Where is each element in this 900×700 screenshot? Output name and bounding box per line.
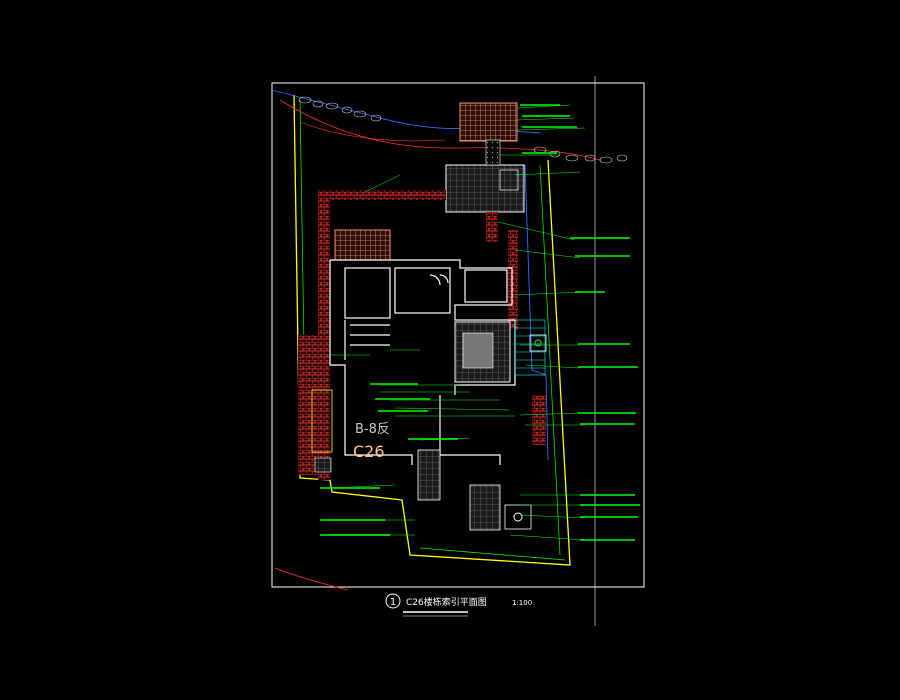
contour-line-top xyxy=(279,99,601,161)
title-number-circle xyxy=(385,593,401,609)
contour-line-top-2 xyxy=(299,121,446,142)
water-line-top xyxy=(271,89,541,134)
paving-lower-left xyxy=(417,449,441,501)
site-boundary xyxy=(293,94,571,566)
pergola-entrance xyxy=(334,229,391,261)
water-line-right xyxy=(524,164,549,461)
courtyard-pool xyxy=(462,332,494,369)
terrace-platform-top xyxy=(445,164,525,213)
fountain-icon xyxy=(534,339,542,347)
feature-circle xyxy=(513,512,523,522)
leader-label-bars xyxy=(320,104,640,541)
west-garden-bed xyxy=(311,389,333,453)
unit-label: C26 xyxy=(353,442,385,461)
red-paving-path xyxy=(298,190,546,480)
contour-line-bottom xyxy=(274,567,349,591)
drawing-scale: 1:100 xyxy=(512,599,532,607)
sheet-frame xyxy=(271,82,645,588)
planter-lower xyxy=(504,504,532,530)
planter-box xyxy=(499,169,519,191)
rock-cluster-top-left xyxy=(298,96,382,122)
block-label: B-8反 xyxy=(355,422,390,437)
title-number: 1 xyxy=(390,597,396,608)
pergola-top xyxy=(459,102,518,142)
west-step xyxy=(314,457,332,473)
house-walls xyxy=(329,259,516,465)
fountain-box xyxy=(529,334,547,352)
leader-lines xyxy=(329,104,586,541)
rock-cluster-top-right xyxy=(533,146,628,164)
drawing-title: C26楼栋索引平面图 xyxy=(406,596,487,608)
steps-top xyxy=(485,139,501,166)
paving-lower-right xyxy=(469,484,501,531)
